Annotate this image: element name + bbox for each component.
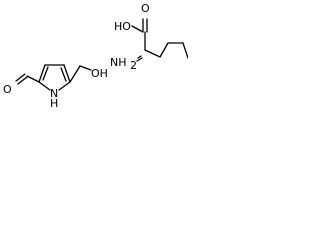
ring-bond-n-c2 [38, 81, 51, 91]
ring-bond-c4-c5-double [60, 67, 67, 82]
acid-oxygen-label: O [141, 2, 150, 15]
hydroxyl-label: OH [91, 67, 108, 80]
amine-label: NH 2 [110, 56, 137, 72]
ring-bond-c2-c3 [38, 64, 46, 83]
side-chain-bond-oh [79, 65, 92, 71]
norleucine-molecule: HO O NH 2 [110, 2, 188, 72]
chain-bond-4 [182, 42, 188, 59]
acid-hydroxyl-label: HO [114, 20, 131, 33]
chain-bond-1 [144, 49, 161, 58]
ring-bond-c2-c3-double [42, 66, 49, 81]
amine-wedge-hash-1 [137, 55, 142, 59]
acid-bond-c-oh [131, 25, 144, 33]
aldehyde-bond-cring [26, 75, 40, 83]
ring-bond-c4-c5 [63, 64, 71, 83]
side-chain-bond-ch2 [69, 65, 81, 83]
ring-nitrogen-label: N [50, 87, 58, 100]
ring-bond-c5-n [58, 81, 71, 91]
amine-label-subscript: 2 [130, 59, 137, 72]
pyrrole-molecule: O N H OH [3, 64, 108, 109]
aldehyde-bond-co [15, 73, 26, 82]
chemical-structure-diagram: O N H OH HO O NH 2 [3, 2, 188, 109]
amine-label-nh: NH [110, 56, 127, 69]
aldehyde-oxygen-label: O [3, 83, 12, 96]
amine-wedge-hash-2 [136, 57, 143, 62]
ring-nitrogen-hydrogen-label: H [50, 97, 58, 109]
chain-bond-2 [159, 42, 169, 58]
aldehyde-bond-co-double [17, 76, 28, 85]
